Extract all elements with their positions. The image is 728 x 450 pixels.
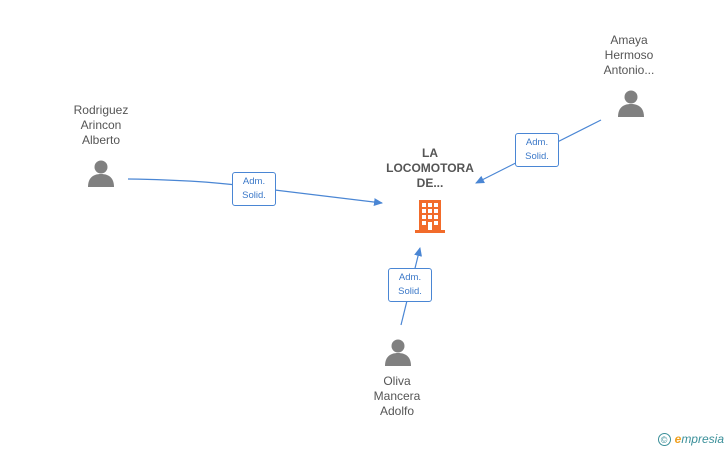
person-icon <box>88 160 114 187</box>
person-node-amaya[interactable]: Amaya Hermoso Antonio... <box>574 33 684 123</box>
relation-badge-amaya[interactable]: Adm. Solid. <box>515 133 559 167</box>
brand-watermark: © empresia <box>657 432 724 446</box>
person-node-rodriguez[interactable]: Rodriguez Arincon Alberto <box>46 103 156 193</box>
copyright-icon: © <box>657 432 671 446</box>
company-node[interactable]: LA LOCOMOTORA DE... <box>375 146 485 236</box>
person-name: Rodriguez Arincon Alberto <box>73 103 129 147</box>
person-icon <box>385 339 411 366</box>
brand-logo: empresia <box>674 432 724 446</box>
person-name: Oliva Mancera Adolfo <box>373 374 421 418</box>
relation-badge-rodriguez[interactable]: Adm. Solid. <box>232 172 276 206</box>
person-name: Amaya Hermoso Antonio... <box>603 33 655 77</box>
relation-badge-oliva[interactable]: Adm. Solid. <box>388 268 432 302</box>
person-icon <box>618 90 644 117</box>
person-node-oliva[interactable]: Oliva Mancera Adolfo <box>342 337 452 422</box>
building-icon <box>415 200 445 233</box>
company-name: LA LOCOMOTORA DE... <box>386 146 474 190</box>
